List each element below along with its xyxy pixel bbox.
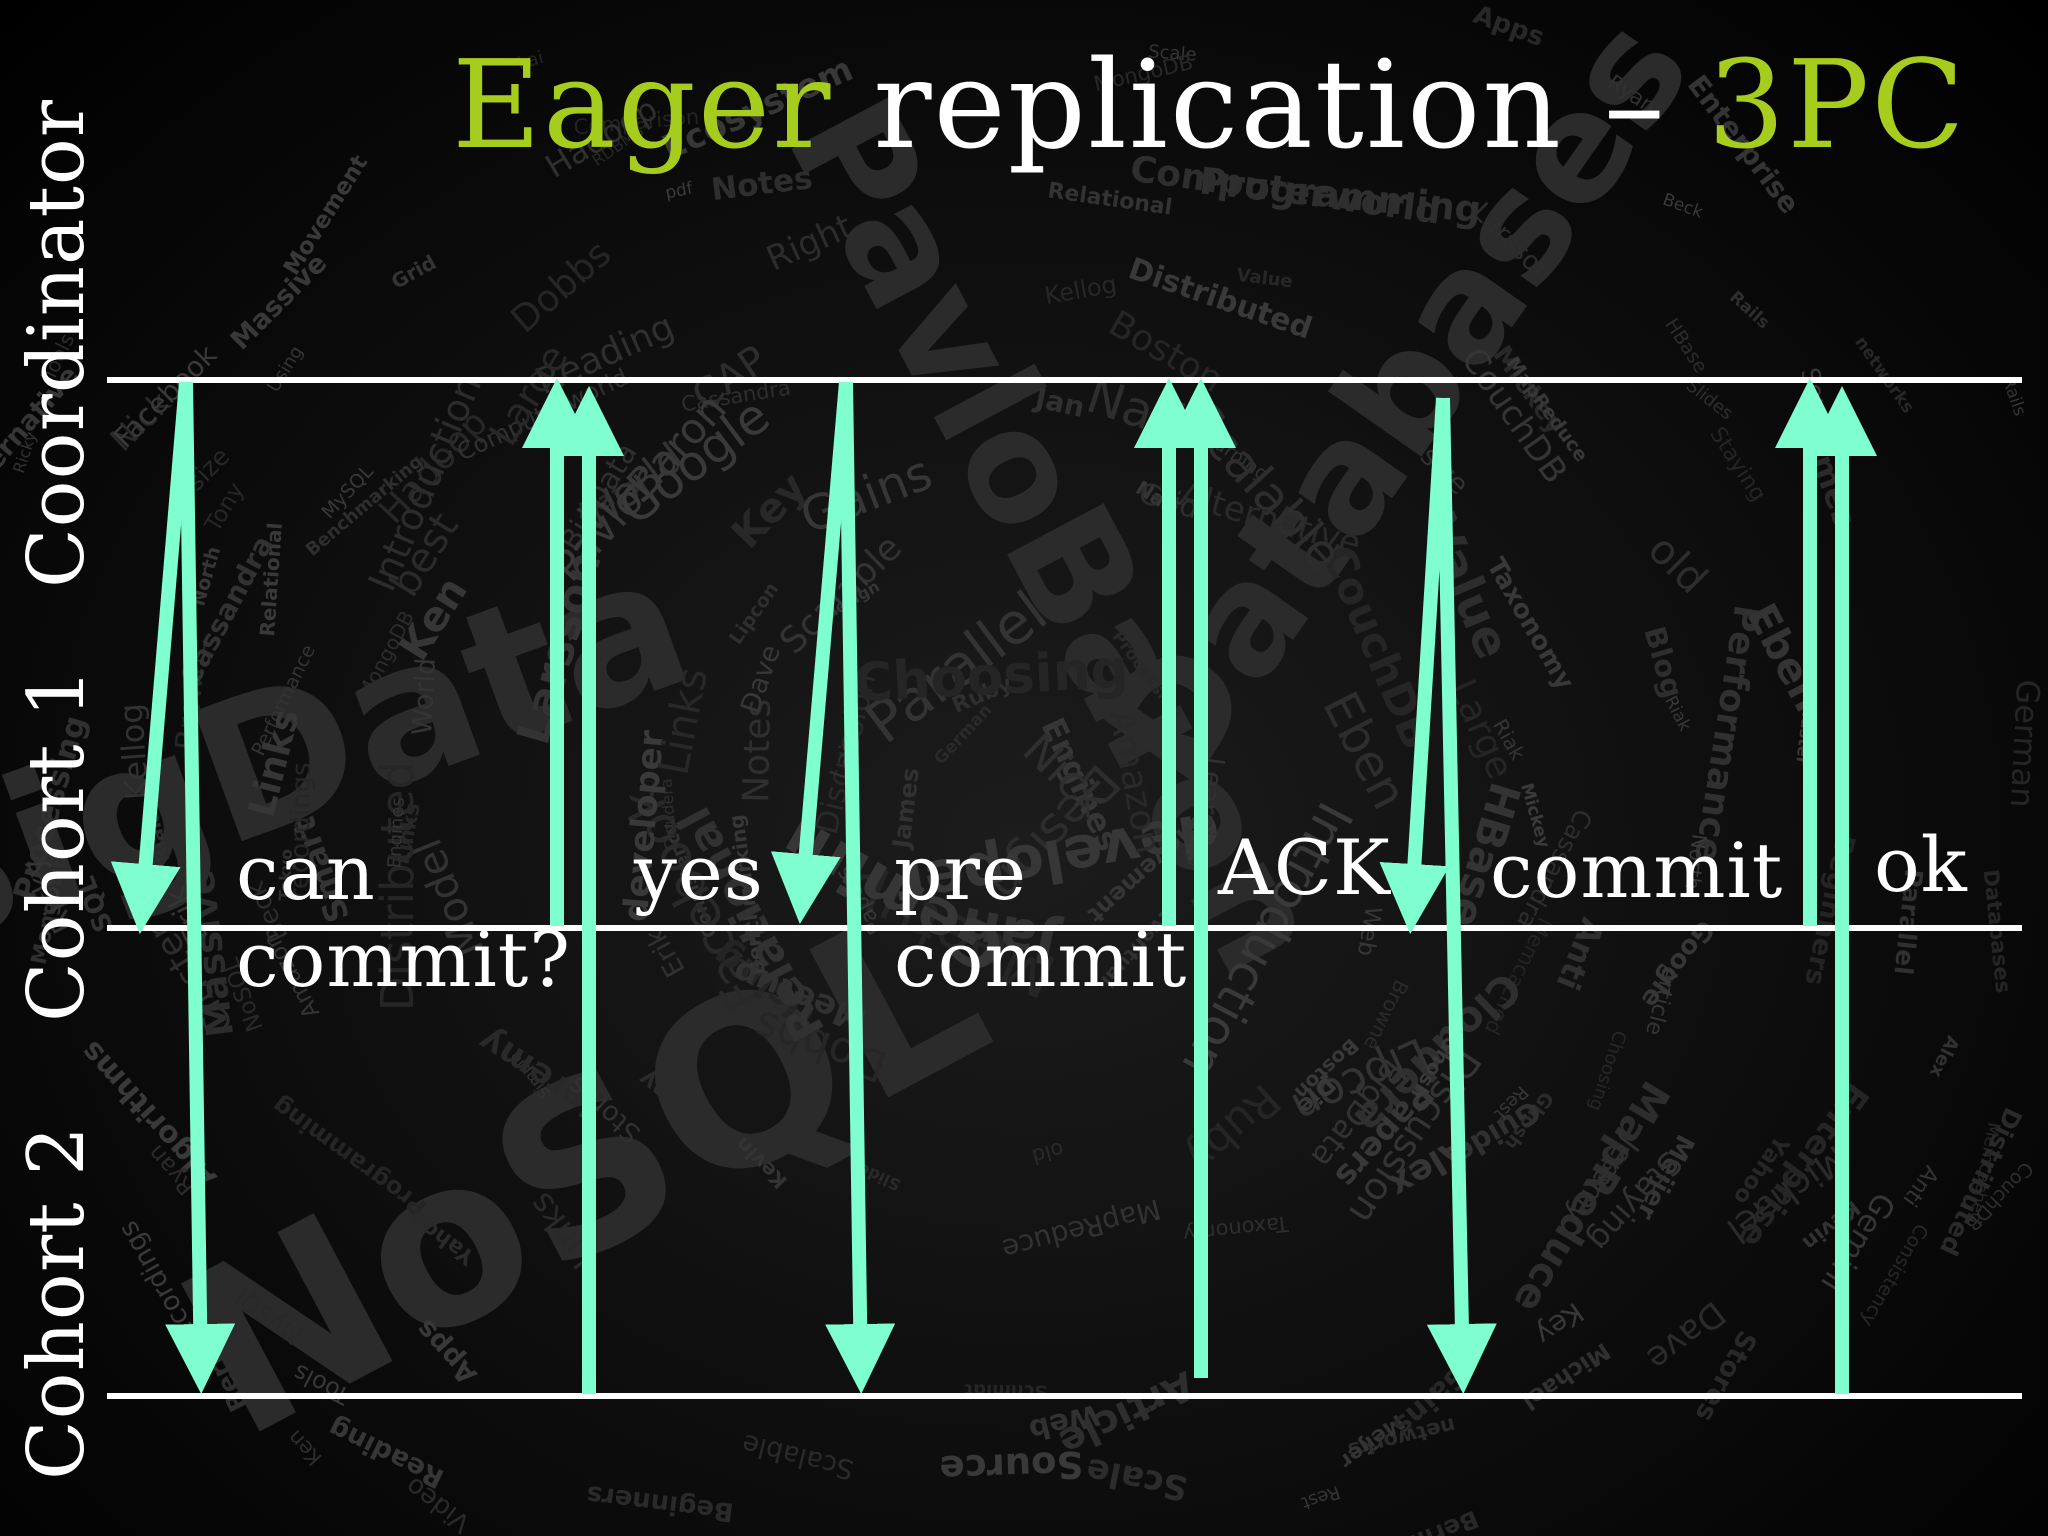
message-pre-commit: pre commit [894, 828, 1188, 1004]
cloud-word: recordings [285, 762, 317, 899]
cloud-word: Tokyo [275, 849, 296, 901]
cloud-word: Notes [736, 698, 779, 803]
arrow-can-commit-to-cohort-2 [165, 381, 236, 1394]
arrow-commit-to-cohort-2 [1426, 397, 1497, 1394]
message-commit: commit [1490, 826, 1784, 915]
cloud-word: Source [939, 1442, 1084, 1490]
title-eager: Eager [452, 34, 833, 176]
slide-title: Eager replication – 3PC [452, 44, 1967, 166]
arrow-can-commit-to-cohort-1 [110, 381, 193, 934]
arrow-precommit-to-cohort-2 [825, 381, 896, 1394]
cloud-word: Distributed [371, 761, 424, 1011]
cloud-word: Engines [384, 797, 409, 869]
message-pre-commit-line-2: commit [894, 914, 1188, 1004]
message-can-commit: can commit? [236, 828, 572, 1004]
title-replication: replication – [832, 34, 1708, 176]
message-pre-commit-line-1: pre [894, 828, 1027, 917]
message-yes: yes [634, 828, 764, 917]
cloud-word: Cloudera [657, 778, 681, 851]
message-can-commit-line-2: commit? [236, 914, 572, 1004]
arrow-precommit-to-cohort-1 [770, 381, 853, 924]
message-ok: ok [1874, 820, 1968, 909]
cloud-word: Scale [1147, 41, 1197, 65]
arrow-commit-to-cohort-1 [1379, 397, 1450, 934]
message-can-commit-line-1: can [236, 828, 376, 917]
title-3pc: 3PC [1707, 34, 1967, 176]
message-ack: ACK [1218, 823, 1391, 912]
cloud-word: Choosing [852, 639, 1130, 714]
cloud-word: World [407, 657, 442, 736]
cloud-word: German [2003, 679, 2048, 809]
